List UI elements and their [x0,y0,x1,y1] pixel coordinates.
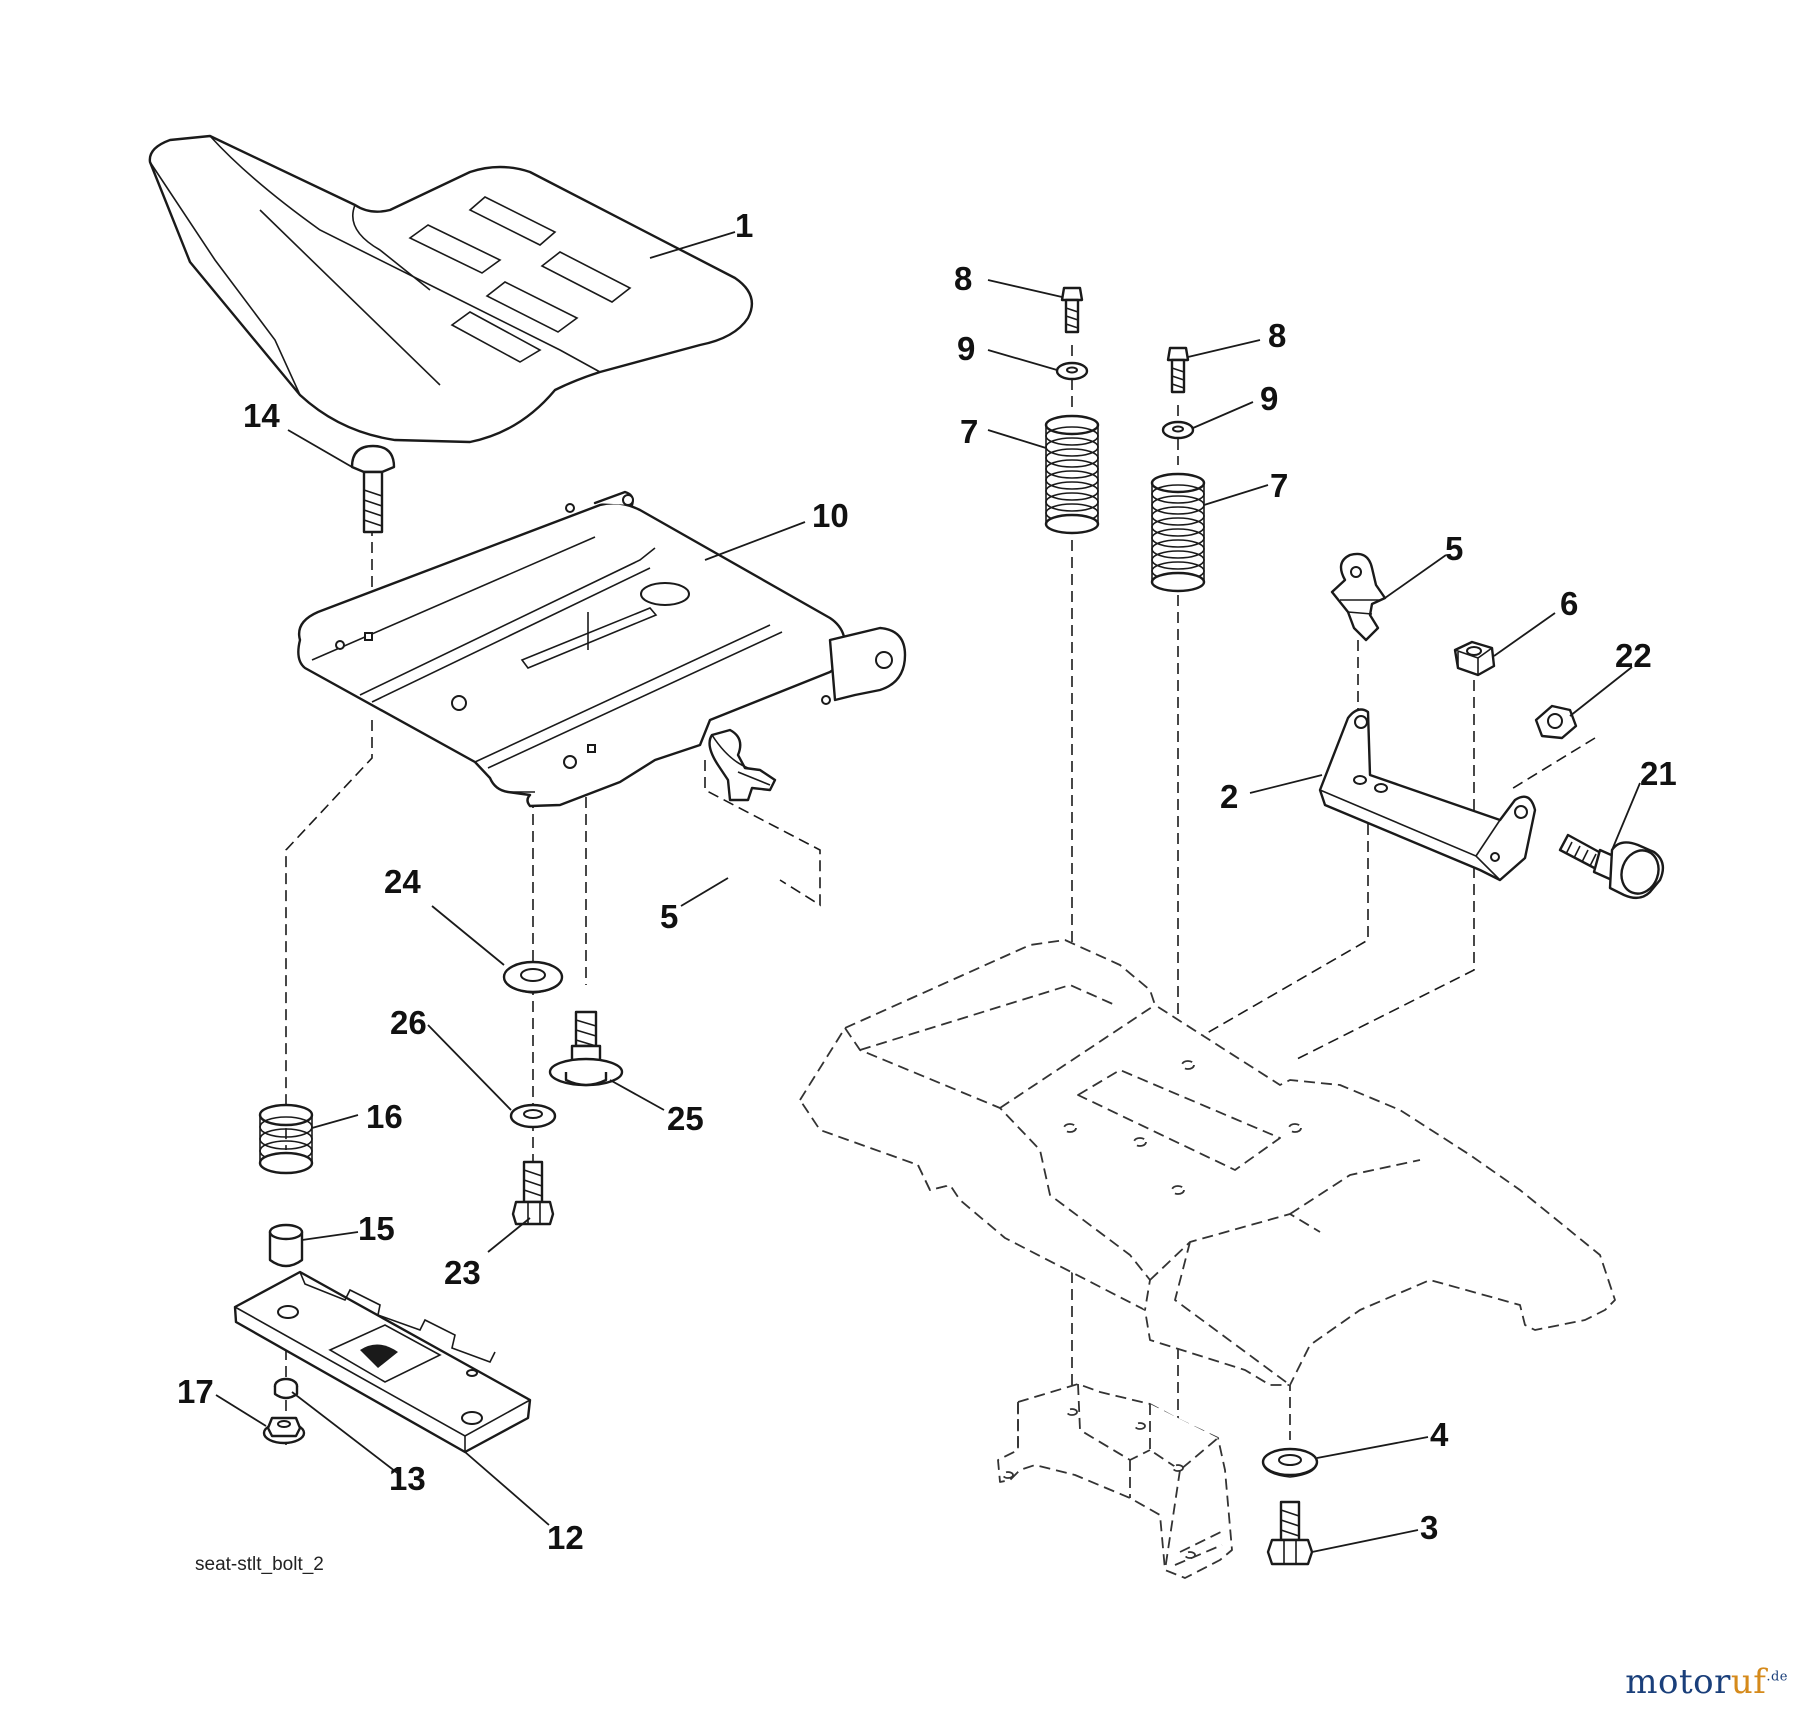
callout-4: 4 [1430,1416,1449,1453]
seat-part-1 [148,134,753,444]
spring-part-7-left [1044,414,1100,535]
callout-10: 10 [812,497,849,534]
nut-part-6 [1453,640,1496,677]
flange-nut-part-17 [262,1416,306,1445]
washer-part-24 [502,960,564,994]
watermark-part-a: motor [1625,1662,1731,1702]
callout-8-left: 8 [954,260,972,297]
callout-26: 26 [390,1004,427,1041]
callout-16: 16 [366,1098,403,1135]
callout-6: 6 [1560,585,1578,622]
callout-5-right: 5 [1445,530,1463,567]
nut-part-22 [1534,704,1578,740]
carriage-bolt-part-14 [350,444,396,534]
watermark-suffix: .de [1766,1669,1788,1685]
lock-washer-part-26 [509,1103,557,1129]
hex-bolt-part-23 [511,1160,555,1226]
callout-3: 3 [1420,1509,1438,1546]
spacer-part-15 [268,1223,304,1268]
callout-5-left: 5 [660,898,678,935]
callout-21: 21 [1640,755,1677,792]
lower-bracket-reference [997,1383,1233,1579]
bolt-part-8-right [1166,346,1190,394]
watermark-logo: motoruf.de [1625,1662,1788,1702]
callout-13: 13 [389,1460,426,1497]
callout-15: 15 [358,1210,395,1247]
bracket-part-2 [1318,708,1537,882]
hex-bolt-part-3 [1266,1500,1314,1566]
nut-part-13 [273,1377,299,1400]
callout-14: 14 [243,397,280,434]
spring-part-7-right [1150,472,1206,593]
callout-8-right: 8 [1268,317,1286,354]
spring-part-16 [258,1103,314,1175]
callout-24: 24 [384,863,421,900]
washer-part-9-right [1161,420,1195,440]
frame-reference [799,939,1616,1386]
callout-1: 1 [735,207,753,244]
callout-23: 23 [444,1254,481,1291]
clip-part-5-left [708,728,777,802]
callout-17: 17 [177,1373,214,1410]
callout-9-left: 9 [957,330,975,367]
callout-9-right: 9 [1260,380,1278,417]
shoulder-bolt-part-25 [548,1010,624,1087]
shoulder-bolt-part-21 [1558,833,1665,900]
callout-7-left: 7 [960,413,978,450]
seat-pan-part-10 [297,490,907,808]
callout-12: 12 [547,1519,584,1556]
watermark-part-b: uf [1730,1662,1767,1702]
diagram-code-label: seat-stlt_bolt_2 [195,1554,324,1575]
washer-part-9-left [1055,361,1089,381]
callout-labels: 1 14 10 8 9 7 8 9 7 5 6 22 2 21 5 24 26 … [177,207,1677,1556]
washer-part-4 [1261,1447,1319,1478]
callout-2: 2 [1220,778,1238,815]
clip-part-5-right [1330,552,1387,642]
callout-25: 25 [667,1100,704,1137]
slide-plate-part-12 [233,1270,532,1454]
callout-22: 22 [1615,637,1652,674]
callout-7-right: 7 [1270,467,1288,504]
leader-lines [215,231,1641,1553]
bolt-part-8-left [1060,286,1084,334]
